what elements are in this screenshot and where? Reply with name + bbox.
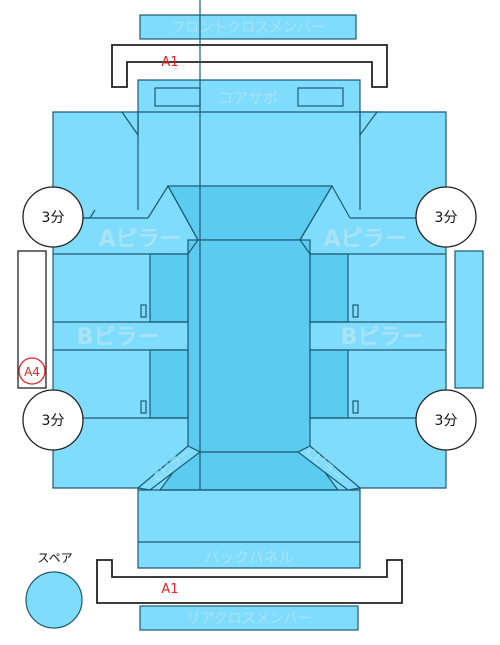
b-pillar-right-label: Bピラー [341,325,424,350]
grade-front-left-label: 3分 [42,210,65,226]
grade-front-right-label: 3分 [435,210,458,226]
front-door-right[interactable] [309,253,349,323]
a-pillar-right-label: Aピラー [323,227,406,252]
back-panel[interactable]: バックパネル [138,489,360,566]
front-a1-label: A1 [161,55,178,70]
front-cross-member-label: フロントクロスメンバー [171,20,325,36]
rear-cross-member[interactable]: リアクロスメンバー [139,605,359,631]
rear-cross-member-label: リアクロスメンバー [186,611,311,627]
front-a1-marker[interactable]: A1 [111,44,388,88]
b-pillar-right[interactable]: Bピラー [310,321,446,351]
back-panel-label: バックパネル [204,548,293,566]
grade-rear-right-label: 3分 [435,413,458,429]
grade-front-left[interactable]: 3分 [22,186,84,248]
rear-door-left[interactable] [149,349,189,419]
roof[interactable] [187,239,311,453]
rear-a1-label: A1 [161,582,178,597]
core-support[interactable]: コアサポ [138,87,360,113]
a4-label: A4 [24,365,40,379]
core-support-label: コアサポ [218,89,278,107]
rear-door-right[interactable] [309,349,349,419]
grade-rear-right[interactable]: 3分 [415,389,477,451]
spare-label: スペア [37,551,72,565]
grade-front-right[interactable]: 3分 [415,186,477,248]
a-pillar-left-label: Aピラー [98,227,181,252]
a4-marker[interactable]: A4 [17,250,47,389]
spare-tire[interactable]: スペア [25,551,83,629]
grade-rear-left-label: 3分 [42,413,65,429]
front-door-left[interactable] [149,253,189,323]
front-cross-member[interactable]: フロントクロスメンバー [139,14,357,40]
grade-rear-left[interactable]: 3分 [22,389,84,451]
rear-a1-marker[interactable]: A1 [96,559,403,604]
b-pillar-left-label: Bピラー [77,325,160,350]
right-side-strip[interactable] [454,250,484,389]
